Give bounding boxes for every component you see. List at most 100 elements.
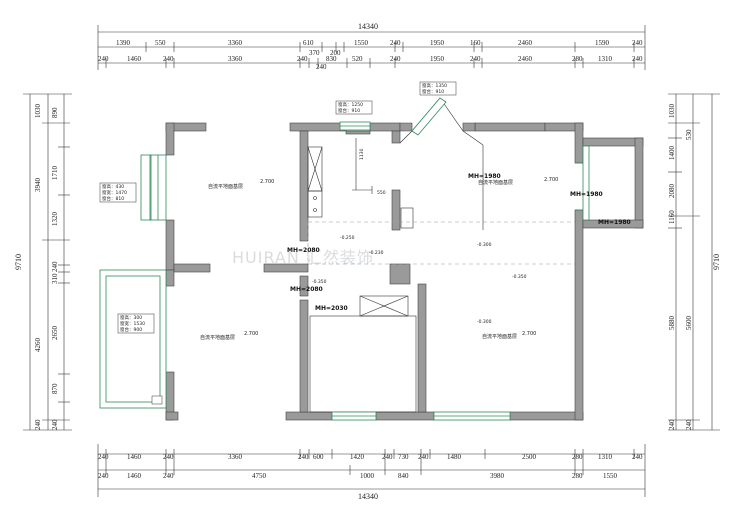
svg-text:1390: 1390 (116, 39, 131, 47)
room-c-label: 自流平地面基层 2.700 (478, 177, 558, 186)
svg-text:1480: 1480 (447, 453, 462, 461)
svg-text:自流平地面基层: 自流平地面基层 (200, 334, 235, 341)
svg-text:240: 240 (316, 63, 327, 71)
svg-text:240: 240 (98, 453, 109, 461)
svg-text:窗台：910: 窗台：910 (422, 88, 444, 95)
svg-text:370: 370 (309, 49, 320, 57)
window-tag-top: 窗高：1250 窗台：910 (335, 100, 373, 115)
svg-text:1460: 1460 (127, 453, 142, 461)
kitchen-dim-2: 550 (377, 190, 386, 196)
svg-text:4260: 4260 (34, 338, 42, 353)
svg-text:窗台：910: 窗台：910 (338, 107, 360, 114)
svg-text:2500: 2500 (522, 453, 537, 461)
bottom-row1-labels: 240 1460 240 3360 240 600 1420 240 730 2… (98, 453, 643, 461)
windows (99, 97, 590, 421)
level-mark-5: -0.300 (477, 242, 492, 248)
svg-text:280: 280 (572, 472, 583, 480)
left-window-frame (140, 154, 152, 221)
svg-text:窗高：1250: 窗高：1250 (338, 101, 363, 108)
level-mark-2: -0.230 (369, 250, 384, 256)
level-mark-4: -0.350 (512, 274, 527, 280)
right-inner-labels: 530 5600 240 (685, 129, 693, 430)
svg-text:3980: 3980 (490, 472, 505, 480)
svg-text:1460: 1460 (127, 55, 142, 63)
svg-text:240: 240 (98, 472, 109, 480)
svg-text:1550: 1550 (354, 39, 369, 47)
svg-text:240: 240 (390, 39, 401, 47)
svg-text:200: 200 (330, 49, 341, 57)
svg-text:240: 240 (163, 55, 174, 63)
svg-text:240: 240 (297, 55, 308, 63)
level-mark-6: -0.300 (477, 319, 492, 325)
svg-text:530: 530 (685, 129, 693, 140)
svg-text:1310: 1310 (598, 55, 613, 63)
room-b-label: 自流平地面基层 2.700 (200, 331, 258, 341)
svg-text:2460: 2460 (518, 55, 533, 63)
svg-text:1400: 1400 (668, 146, 676, 161)
total-height-right: 9710 (712, 254, 721, 270)
svg-text:240: 240 (98, 55, 109, 63)
svg-text:240: 240 (382, 453, 393, 461)
mh-label-2: MH=2080 (290, 286, 323, 293)
svg-text:1710: 1710 (51, 166, 59, 181)
svg-text:窗宽：1470: 窗宽：1470 (102, 189, 127, 196)
window-tag-left: 窗高：430 窗宽：1470 窗台：810 (99, 182, 137, 203)
watermark-text: HUIRAN 汇然装饰 (232, 248, 374, 267)
svg-text:550: 550 (155, 39, 166, 47)
svg-text:160: 160 (470, 39, 481, 47)
level-mark-3: -0.350 (312, 279, 327, 285)
top-dimension-chain (97, 25, 646, 70)
svg-text:2.700: 2.700 (544, 177, 558, 183)
small-box (151, 395, 163, 405)
svg-text:1000: 1000 (360, 472, 375, 480)
svg-text:240: 240 (418, 453, 429, 461)
bottom-dimension-chain (97, 444, 646, 497)
bottom-row2-labels: 240 1460 240 4750 1000 840 3980 280 1550 (98, 472, 618, 480)
svg-text:240: 240 (685, 419, 693, 430)
svg-text:1460: 1460 (127, 472, 142, 480)
svg-text:自流平地面基层: 自流平地面基层 (208, 183, 243, 190)
svg-text:窗台：900: 窗台：900 (120, 326, 142, 333)
svg-text:1320: 1320 (51, 212, 59, 227)
window-tag-diagonal: 窗高：1350 窗台：910 (419, 81, 457, 96)
svg-text:1030: 1030 (34, 104, 42, 119)
svg-text:1590: 1590 (595, 39, 610, 47)
svg-text:5600: 5600 (685, 316, 693, 331)
svg-text:2.700: 2.700 (522, 331, 536, 337)
svg-text:窗宽：1530: 窗宽：1530 (120, 320, 145, 327)
svg-text:240: 240 (298, 453, 309, 461)
room-a-label: 自流平地面基层 2.700 (208, 179, 274, 190)
walls (165, 122, 644, 421)
svg-text:2460: 2460 (518, 39, 533, 47)
svg-text:3940: 3940 (34, 178, 42, 193)
total-width-top: 14340 (358, 22, 378, 31)
left-dimension-chain (23, 93, 72, 431)
mh-label-4: MH=1980 (468, 173, 501, 180)
room-d-label: 自流平地面基层 2.700 (482, 331, 536, 340)
svg-text:240: 240 (163, 472, 174, 480)
left-outer-labels: 1030 3940 4260 240 (34, 104, 42, 431)
svg-text:240: 240 (632, 453, 643, 461)
kitchen-dim-1: 1130 (359, 148, 365, 160)
svg-text:窗高：300: 窗高：300 (120, 314, 142, 321)
left-inner-labels: 890 1710 1320 240 310 2650 870 240 (51, 107, 59, 430)
svg-text:1550: 1550 (603, 472, 618, 480)
svg-text:240: 240 (668, 419, 676, 430)
svg-text:2650: 2650 (51, 326, 59, 341)
svg-text:2.700: 2.700 (244, 331, 258, 337)
svg-text:240: 240 (632, 39, 643, 47)
svg-text:2.700: 2.700 (260, 179, 274, 185)
svg-text:240: 240 (51, 261, 59, 272)
top-row1-labels: 1390 550 3360 610 370 200 1550 240 1950 … (116, 39, 643, 57)
mh-label-1: MH=2080 (287, 247, 320, 254)
svg-text:1420: 1420 (350, 453, 365, 461)
total-width-bottom: 14340 (358, 492, 378, 501)
svg-text:3360: 3360 (228, 453, 243, 461)
svg-text:310: 310 (51, 273, 59, 284)
svg-text:窗高：430: 窗高：430 (102, 183, 124, 190)
svg-text:520: 520 (352, 55, 363, 63)
total-height-left: 9710 (14, 254, 23, 270)
svg-text:610: 610 (303, 39, 314, 47)
svg-text:窗高：1350: 窗高：1350 (422, 82, 447, 89)
